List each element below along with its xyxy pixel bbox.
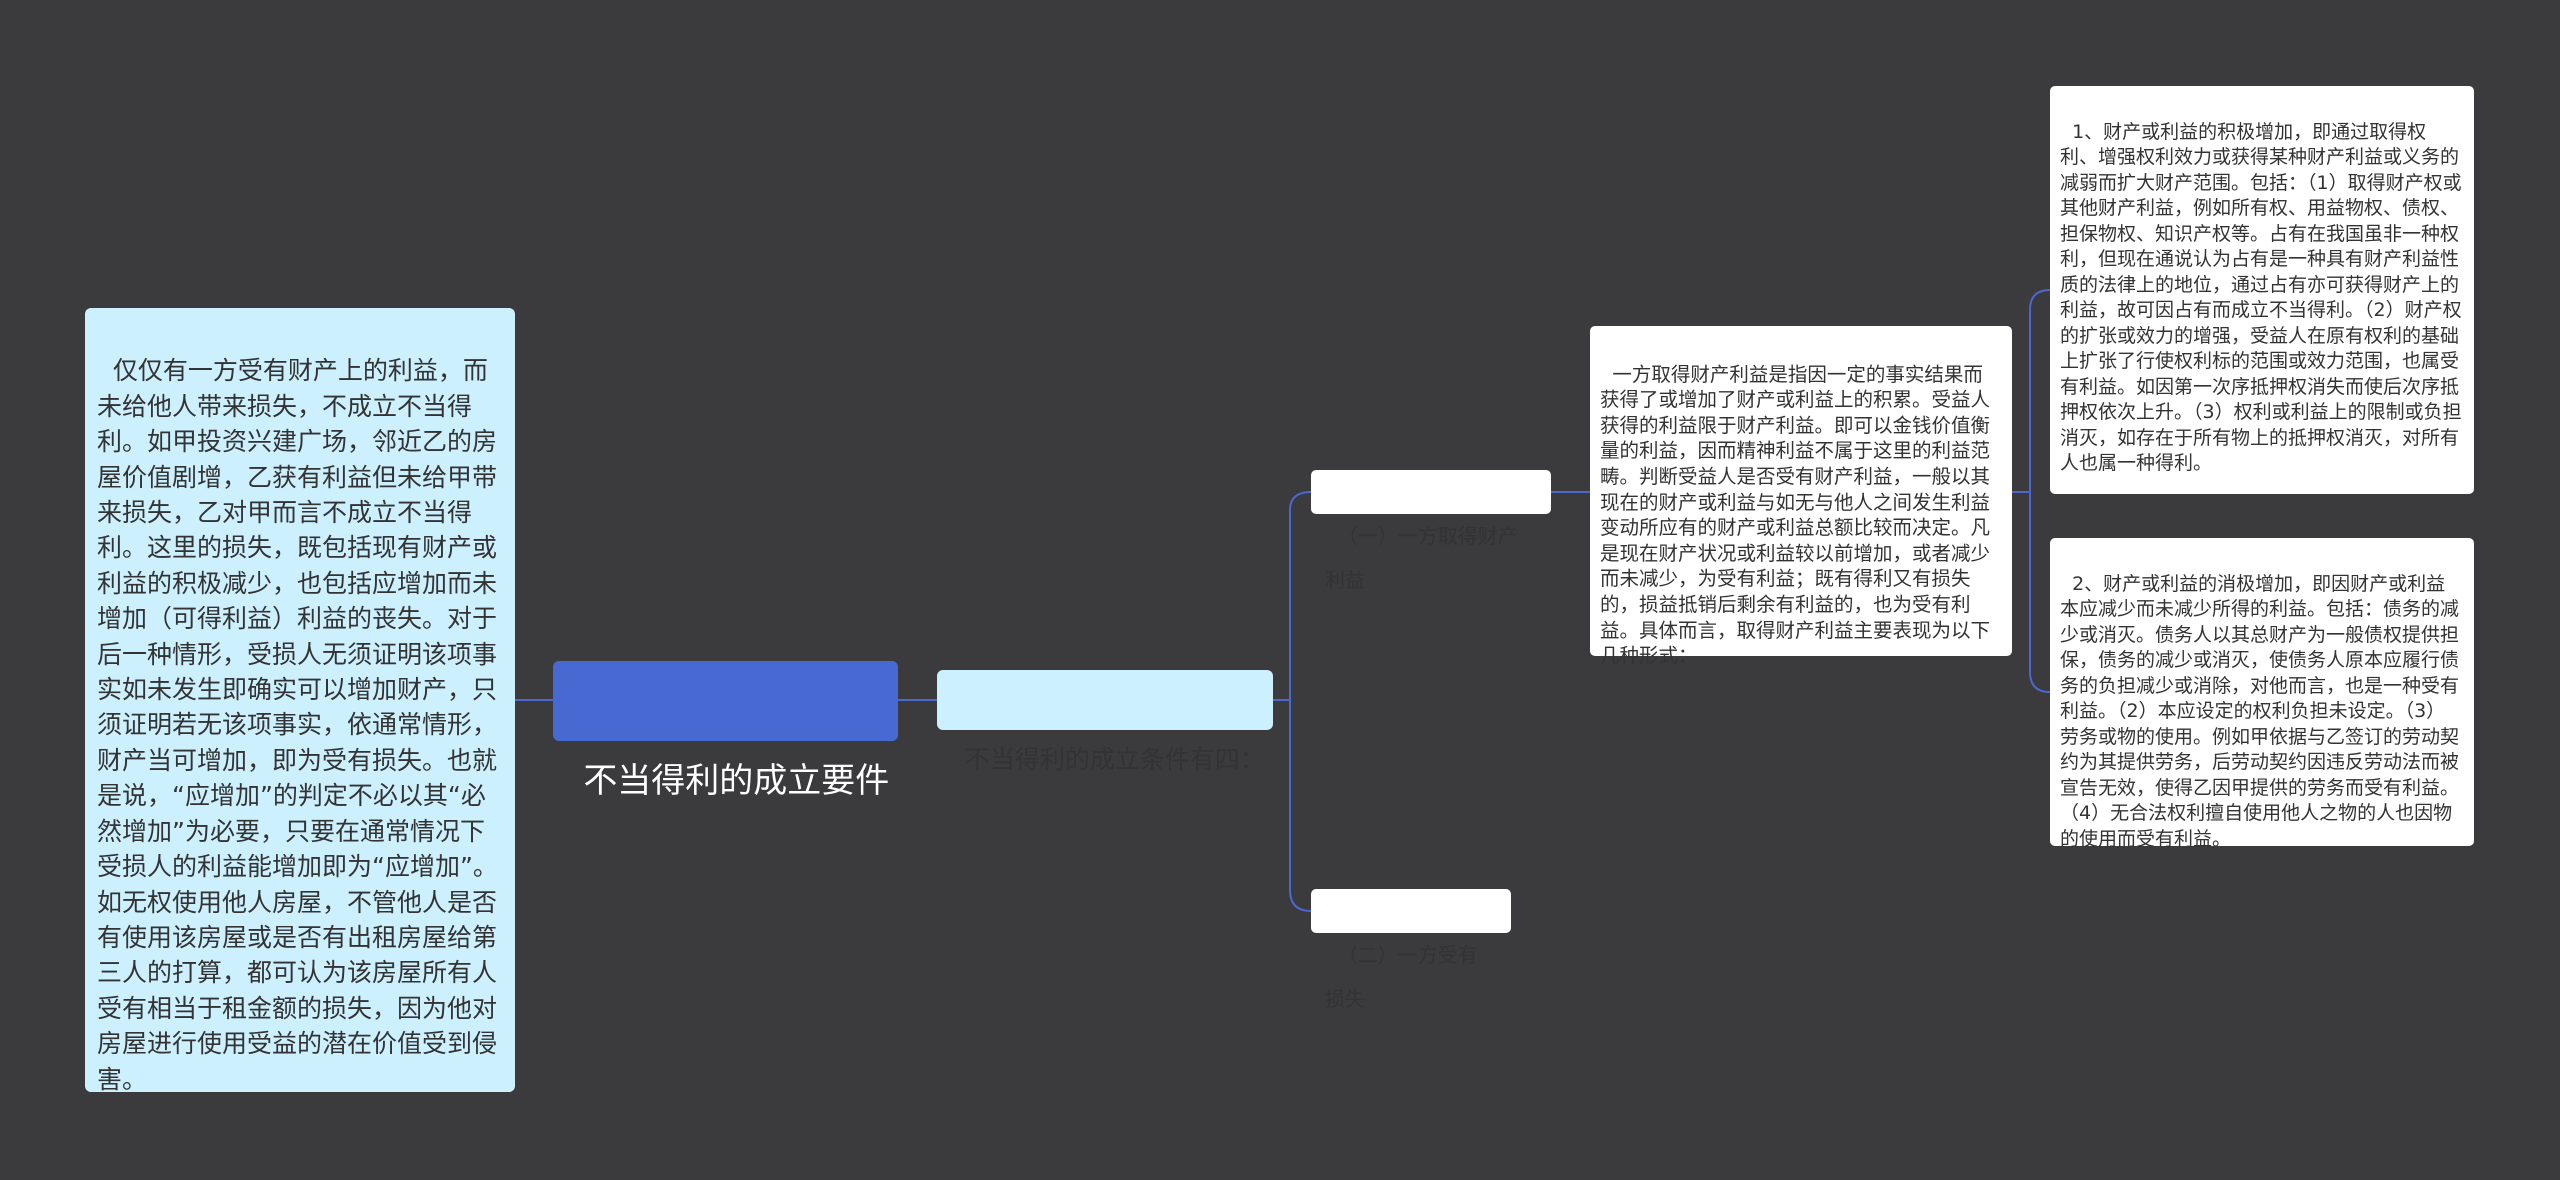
branch-label-loss: （二）一方受有损失 [1325, 943, 1478, 1011]
connector-detail1-leaves [2012, 289, 2051, 693]
subtopic-node[interactable]: 不当得利的成立条件有四： [937, 670, 1273, 774]
root-label: 不当得利的成立要件 [583, 761, 890, 801]
leaf-text-negative-increase: 2、财产或利益的消极增加，即因财产或利益本应减少而未减少所得的利益。包括：债务的… [2060, 572, 2460, 850]
connector-subtopic-branches [1273, 491, 1312, 912]
leaf-node-negative-increase[interactable]: 2、财产或利益的消极增加，即因财产或利益本应减少而未减少所得的利益。包括：债务的… [2050, 538, 2474, 850]
leaf-node-positive-increase[interactable]: 1、财产或利益的积极增加，即通过取得权利、增强权利效力或获得某种财产利益或义务的… [2050, 86, 2474, 494]
detail-node-gain[interactable]: 一方取得财产利益是指因一定的事实结果而获得了或增加了财产或利益上的积累。受益人获… [1590, 326, 2012, 667]
left-note-text: 仅仅有一方受有财产上的利益，而未给他人带来损失，不成立不当得利。如甲投资兴建广场… [97, 356, 498, 1094]
leaf-text-positive-increase: 1、财产或利益的积极增加，即通过取得权利、增强权利效力或获得某种财产利益或义务的… [2060, 120, 2462, 475]
detail-text-gain: 一方取得财产利益是指因一定的事实结果而获得了或增加了财产或利益上的积累。受益人获… [1600, 362, 1991, 668]
branch-node-loss[interactable]: （二）一方受有损失 [1311, 889, 1511, 1011]
subtopic-label: 不当得利的成立条件有四： [964, 745, 1265, 774]
left-note-node[interactable]: 仅仅有一方受有财产上的利益，而未给他人带来损失，不成立不当得利。如甲投资兴建广场… [85, 308, 515, 1094]
branch-node-gain[interactable]: （一）一方取得财产利益 [1311, 470, 1551, 592]
branch-label-gain: （一）一方取得财产利益 [1325, 524, 1518, 592]
root-node[interactable]: 不当得利的成立要件 [553, 661, 898, 801]
